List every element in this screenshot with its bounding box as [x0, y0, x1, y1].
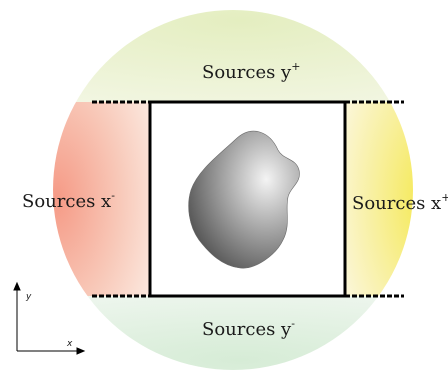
region-top [53, 10, 413, 102]
label-left: Sources x- [22, 189, 115, 212]
scatterer-shape [188, 130, 300, 269]
boundary-dashes [92, 100, 404, 298]
coordinate-axes [13, 281, 86, 355]
label-right: Sources x+ [352, 191, 448, 214]
label-bottom: Sources y- [202, 317, 295, 340]
axis-label-y: y [25, 292, 32, 302]
axis-label-x: x [66, 339, 73, 349]
region-left [53, 102, 150, 296]
label-top: Sources y+ [202, 60, 300, 83]
